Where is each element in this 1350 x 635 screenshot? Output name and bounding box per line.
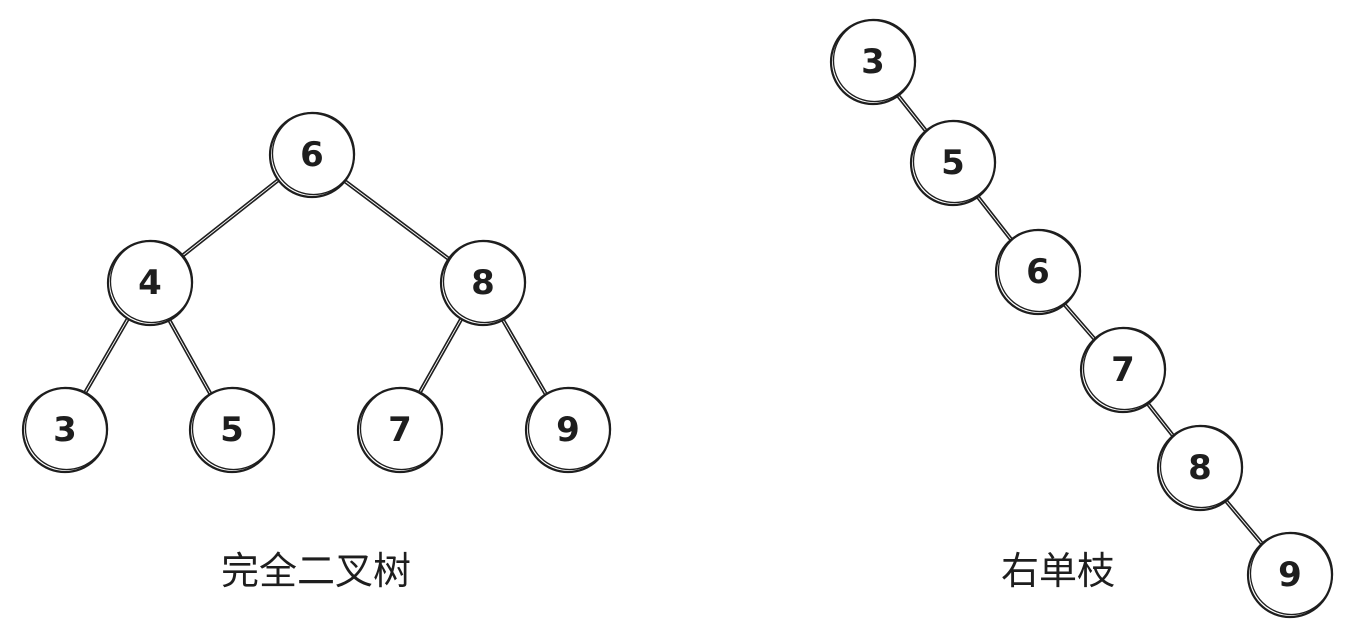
tree-node-4: 4 xyxy=(106,239,194,327)
node-label: 3 xyxy=(53,410,77,450)
node-circle-sketch xyxy=(1082,326,1167,411)
edge-a8-a7 xyxy=(419,319,464,394)
tree-node-3: 3 xyxy=(21,386,109,474)
node-label: 7 xyxy=(388,410,412,450)
caption-right-skewed-tree: 右单枝 xyxy=(1000,549,1116,593)
node-label: 9 xyxy=(556,410,580,450)
edges-layer xyxy=(83,94,1264,545)
tree-node-8: 8 xyxy=(439,239,527,327)
edge-a6-a4 xyxy=(182,180,280,258)
node-circle-sketch xyxy=(912,119,997,204)
tree-node-9: 9 xyxy=(524,386,612,474)
tree-node-5: 5 xyxy=(909,119,997,207)
node-label: 3 xyxy=(861,42,885,82)
node-label: 8 xyxy=(471,263,495,303)
node-label: 5 xyxy=(941,143,965,183)
edge-a6-a4 xyxy=(180,178,278,256)
node-label: 5 xyxy=(220,410,244,450)
node-label: 8 xyxy=(1188,448,1212,488)
edge-a6-a8 xyxy=(345,179,450,259)
node-label: 6 xyxy=(300,135,324,175)
edge-a4-a5 xyxy=(169,319,213,394)
edge-b3-b5 xyxy=(896,95,926,133)
node-label: 7 xyxy=(1111,350,1135,390)
edge-a8-a9 xyxy=(503,318,548,395)
edge-a4-a3 xyxy=(85,318,130,395)
node-circle-sketch xyxy=(527,386,612,471)
edge-b5-b6 xyxy=(978,195,1013,240)
node-label: 4 xyxy=(138,263,162,303)
edge-b5-b6 xyxy=(976,197,1011,241)
node-label: 9 xyxy=(1278,555,1302,595)
node-circle-sketch xyxy=(24,386,109,471)
node-circle-sketch xyxy=(832,18,917,103)
node-circle-sketch xyxy=(1159,424,1244,509)
nodes-layer: 6 4 8 3 5 7 9 3 5 6 7 8 9 xyxy=(21,18,1334,619)
edge-a4-a3 xyxy=(83,317,128,393)
edge-b8-b9 xyxy=(1224,501,1262,545)
edge-b7-b8 xyxy=(1146,404,1173,438)
node-circle-sketch xyxy=(109,239,194,324)
tree-node-6: 6 xyxy=(994,228,1082,316)
tree-node-8: 8 xyxy=(1156,424,1244,512)
edge-b6-b7 xyxy=(1064,303,1097,339)
edge-a6-a8 xyxy=(343,181,449,261)
node-label: 6 xyxy=(1026,252,1050,292)
caption-complete-binary-tree: 完全二叉树 xyxy=(220,549,412,593)
tree-node-9: 9 xyxy=(1246,531,1334,619)
node-circle-sketch xyxy=(997,228,1082,313)
edge-a8-a7 xyxy=(417,317,461,393)
edge-a4-a5 xyxy=(167,320,211,395)
node-circle-sketch xyxy=(271,111,356,196)
node-circle-sketch xyxy=(191,386,276,471)
node-circle-sketch xyxy=(359,386,444,471)
edge-b7-b8 xyxy=(1148,402,1175,436)
node-circle-sketch xyxy=(442,239,527,324)
tree-node-5: 5 xyxy=(188,386,276,474)
node-circle-sketch xyxy=(1249,531,1334,616)
tree-node-3: 3 xyxy=(829,18,917,106)
edge-b8-b9 xyxy=(1226,499,1264,544)
edge-a8-a9 xyxy=(501,320,546,396)
edge-b3-b5 xyxy=(898,94,928,131)
tree-node-7: 7 xyxy=(356,386,444,474)
edge-b6-b7 xyxy=(1063,304,1095,341)
tree-node-6: 6 xyxy=(268,111,356,199)
tree-node-7: 7 xyxy=(1079,326,1167,414)
